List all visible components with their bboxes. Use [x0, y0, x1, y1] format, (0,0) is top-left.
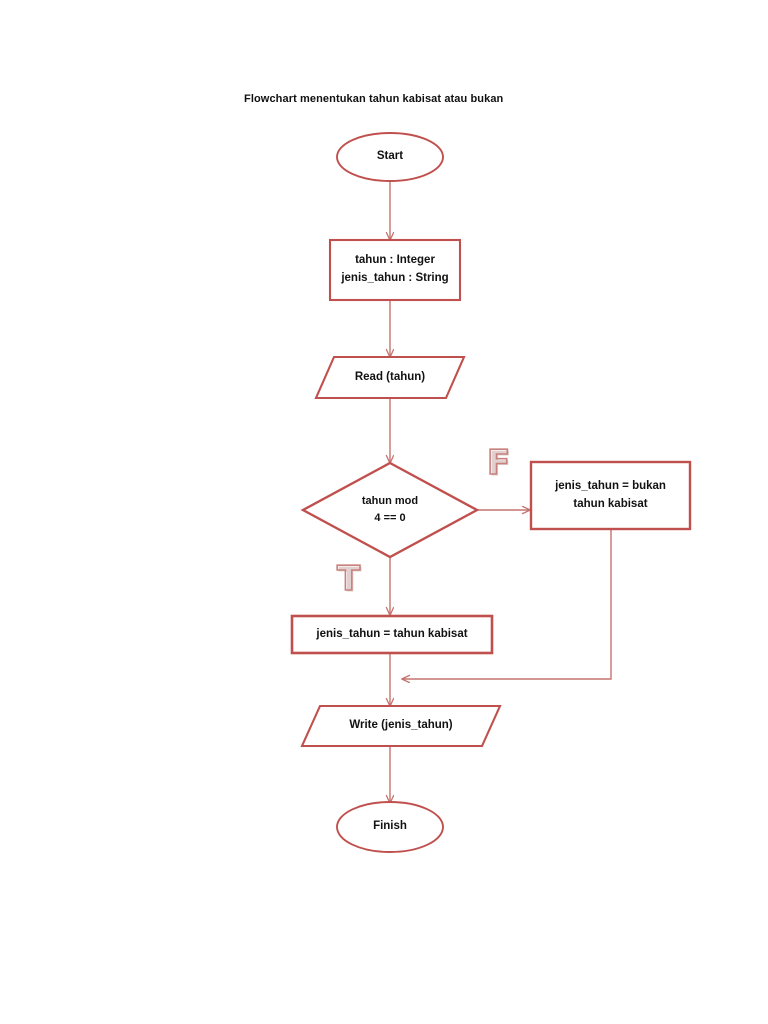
node-start-shape: [336, 132, 444, 182]
node-decision-shape: [300, 461, 480, 559]
connector-notleap-to-merge: [402, 529, 612, 679]
branch-label-false: F: [486, 443, 511, 483]
node-declare-shape: [328, 238, 462, 302]
branch-label-true: T: [336, 559, 361, 599]
node-finish-shape: [336, 801, 444, 853]
node-read-shape: [314, 355, 466, 400]
node-notleap-shape: [529, 460, 692, 531]
node-leap-shape: [290, 614, 494, 655]
node-write-shape: [300, 704, 502, 748]
page-title: Flowchart menentukan tahun kabisat atau …: [244, 93, 504, 105]
